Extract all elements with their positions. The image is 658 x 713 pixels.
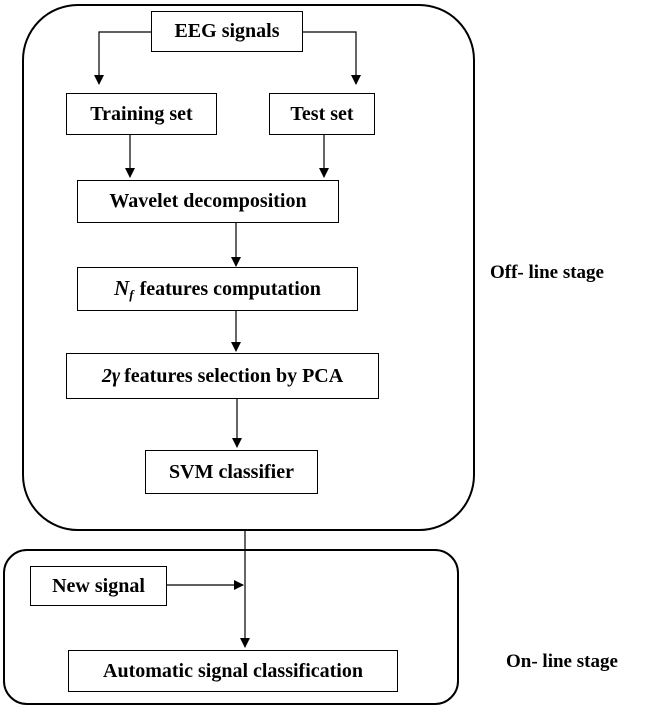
node-new-signal: New signal <box>30 566 167 606</box>
node-nf-features-computation: Nf features computation <box>77 267 358 311</box>
node-automatic-classification: Automatic signal classification <box>68 650 398 692</box>
pca-label: features selection by PCA <box>124 364 344 387</box>
node-eeg-signals: EEG signals <box>151 11 303 52</box>
offline-stage-label: Off- line stage <box>490 262 604 283</box>
arrow-eeg-to-test <box>303 31 361 85</box>
online-stage-frame <box>3 549 459 705</box>
offline-stage-frame <box>22 4 475 531</box>
node-wavelet-decomposition: Wavelet decomposition <box>77 180 339 223</box>
node-training-set: Training set <box>66 93 217 135</box>
online-stage-label: On- line stage <box>506 651 618 672</box>
arrow-eeg-to-training <box>94 31 151 85</box>
node-pca-selection: 2γ features selection by PCA <box>66 353 379 399</box>
node-svm-classifier: SVM classifier <box>145 450 318 494</box>
nf-symbol: Nf <box>114 275 134 302</box>
pca-symbol: 2γ <box>101 364 121 387</box>
node-test-set: Test set <box>269 93 375 135</box>
nf-label: features computation <box>139 277 321 300</box>
